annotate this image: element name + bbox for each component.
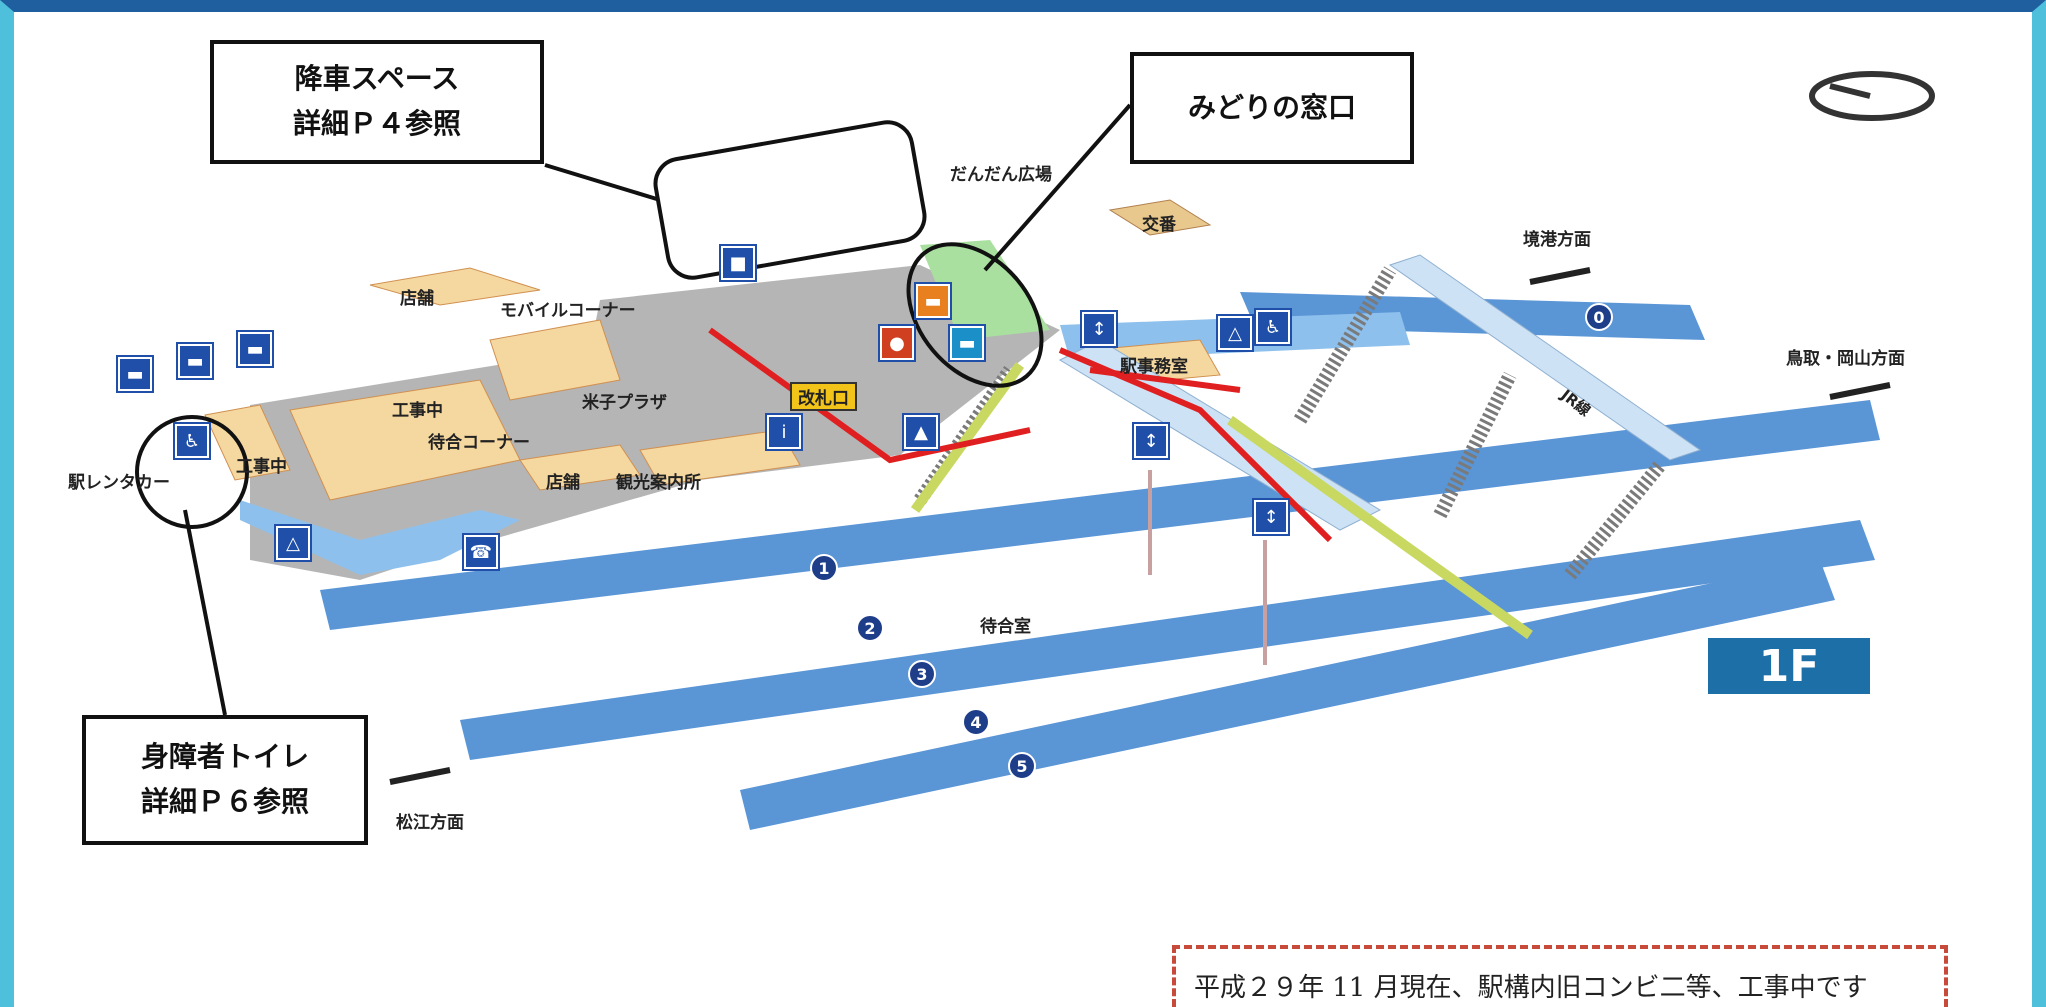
- escalator-2: [1227, 415, 1533, 640]
- label-ticket-gate: 改札口: [790, 382, 857, 411]
- wheelchair-icon: ♿: [1256, 310, 1290, 344]
- route-to-gate: [708, 327, 1031, 464]
- callout-toilet-line1: 身障者トイレ: [140, 740, 309, 774]
- callout-line-toilet: [183, 509, 227, 716]
- platform-number-1: 1: [810, 554, 838, 582]
- label-mobile-corner: モバイルコーナー: [500, 301, 636, 321]
- construction-area-3: [204, 404, 291, 481]
- callout-toilet-line2: 詳細Ｐ６参照: [140, 785, 309, 818]
- bus-icon-2: ▬: [178, 344, 212, 378]
- accessible-toilet-icon: ♿: [175, 424, 209, 458]
- construction-area-2: [489, 319, 621, 401]
- label-store-bottom: 店舗: [546, 473, 580, 493]
- midori-highlight: [906, 242, 1044, 388]
- callout-ticket-office-text: みどりの窓口: [1187, 90, 1356, 124]
- callout-ticket-office: みどりの窓口: [1130, 52, 1414, 164]
- rail-sakaiminato: [1529, 267, 1591, 285]
- elevator-icon-1: ↕: [1082, 312, 1116, 346]
- stairs-1: [1293, 266, 1397, 424]
- label-rent-a-car: 駅レンタカー: [68, 473, 170, 493]
- label-waiting-room: 待合室: [980, 617, 1031, 637]
- elevator-icon-2: ↕: [1134, 424, 1168, 458]
- ticket-machine-icon: ▬: [950, 326, 984, 360]
- info-icon: i: [767, 415, 801, 449]
- stairs-2: [1433, 371, 1517, 519]
- label-koban: 交番: [1142, 215, 1176, 235]
- escalator-1: [910, 362, 1025, 513]
- shop-bottom: [519, 444, 641, 491]
- callout-alighting-space: 降車スペース 詳細Ｐ４参照: [210, 40, 544, 164]
- platform-number-5: 5: [1008, 752, 1036, 780]
- label-matsue: 松江方面: [396, 813, 464, 833]
- label-construction-1: 工事中: [392, 401, 443, 421]
- rail-tottori: [1829, 382, 1891, 400]
- callout-alighting-line1: 降車スペース: [294, 62, 460, 96]
- platform-number-3: 3: [908, 660, 936, 688]
- midori-area: [920, 240, 1050, 340]
- platform-3-4: [460, 520, 1875, 760]
- tourist-info-area: [639, 429, 801, 486]
- bus-icon-3: ▬: [238, 332, 272, 366]
- toilet-icon: △: [276, 526, 310, 560]
- overpass-bridge: [1388, 254, 1702, 461]
- elevator-icon-3: ↕: [1254, 500, 1288, 534]
- label-tottori-okayama: 鳥取・岡山方面: [1786, 349, 1905, 369]
- label-store-top: 店舗: [400, 289, 434, 309]
- label-tourist-info: 観光案内所: [616, 473, 701, 493]
- bus-icon: ▬: [118, 357, 152, 391]
- shop-top: [369, 267, 541, 306]
- alighting-space-highlight: [653, 120, 927, 280]
- route-right: [1089, 367, 1241, 393]
- koban-box: [1108, 199, 1212, 236]
- callout-line-alighting: [544, 163, 661, 202]
- callout-line-midori: [983, 103, 1132, 272]
- platform-1-2: [320, 400, 1880, 630]
- callout-alighting-line2: 詳細Ｐ４参照: [292, 107, 461, 140]
- concourse-front-edge: [240, 500, 520, 575]
- phone-icon: ☎: [464, 535, 498, 569]
- concourse-floor: [250, 265, 1060, 580]
- rail-matsue: [389, 767, 451, 785]
- platform-number-2: 2: [856, 614, 884, 642]
- staff-icon: ●: [880, 326, 914, 360]
- platform-number-0: 0: [1585, 303, 1613, 331]
- floor-badge: 1F: [1708, 638, 1870, 694]
- restroom-icon: △: [1218, 316, 1252, 350]
- escalator-icon: ▲: [904, 415, 938, 449]
- label-station-office: 駅事務室: [1120, 357, 1188, 377]
- compass-icon: [1809, 71, 1935, 121]
- construction-notice: 平成２９年 11 月現在、駅構内旧コンビ二等、工事中です: [1172, 945, 1948, 1007]
- label-yonago-plaza: 米子プラザ: [582, 393, 667, 413]
- label-sakaiminato: 境港方面: [1523, 230, 1591, 250]
- label-plaza: だんだん広場: [950, 165, 1052, 185]
- callout-accessible-toilet: 身障者トイレ 詳細Ｐ６参照: [82, 715, 368, 845]
- platform-number-4: 4: [962, 708, 990, 736]
- toilet-highlight: [135, 415, 249, 529]
- label-construction-2: 工事中: [236, 457, 287, 477]
- midori-office-icon: ▬: [916, 284, 950, 318]
- label-waiting-corner: 待合コーナー: [428, 433, 530, 453]
- taxi-icon: ■: [721, 246, 755, 280]
- construction-notice-text: 平成２９年 11 月現在、駅構内旧コンビ二等、工事中です: [1194, 973, 1868, 1003]
